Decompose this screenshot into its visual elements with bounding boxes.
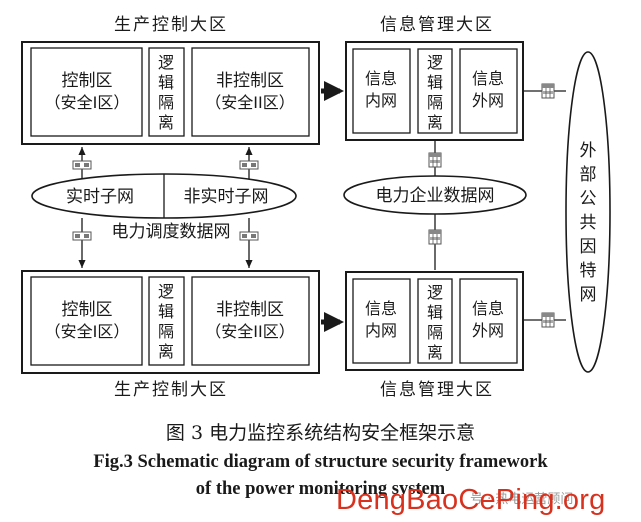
internet-char-1: 外 xyxy=(580,141,597,161)
top-left-region-title: 生产控制大区 xyxy=(114,15,228,35)
top-info-inner-line2: 内网 xyxy=(365,91,397,110)
bottom-info-logic-isolation xyxy=(417,278,453,364)
top-info-logic-char-1: 逻 xyxy=(427,53,443,72)
top-enterprise-firewall-icon xyxy=(428,152,442,168)
internet-char-6: 特 xyxy=(580,261,597,281)
bottom-info-logic-char-4: 离 xyxy=(427,343,443,362)
internet-char-2: 部 xyxy=(580,165,597,185)
internet-char-3: 公 xyxy=(580,189,597,209)
bottom-enterprise-firewall-icon xyxy=(428,229,442,245)
top-noncontrol-zone-line1: 非控制区 xyxy=(216,71,284,91)
bottom-logic-char-3: 隔 xyxy=(158,322,174,341)
top-logic-char-4: 离 xyxy=(158,113,174,132)
bottom-logic-char-1: 逻 xyxy=(158,282,174,301)
top-logic-char-3: 隔 xyxy=(158,93,174,112)
bottom-control-zone xyxy=(30,276,143,366)
bottom-noncontrol-zone xyxy=(191,276,310,366)
bottom-control-zone-line1: 控制区 xyxy=(62,300,113,320)
figure-caption-chinese: 图 3 电力监控系统结构安全框架示意 xyxy=(165,422,476,444)
bottom-info-logic-char-2: 辑 xyxy=(427,303,443,322)
watermark-small-text: 号 · 热电运营顾问 xyxy=(470,492,574,507)
top-info-inner-net xyxy=(352,48,411,134)
top-logic-isolation xyxy=(148,47,185,137)
bottom-info-logic-char-1: 逻 xyxy=(427,283,443,302)
top-noncontrol-device-icon xyxy=(239,160,259,170)
bottom-info-inner-line1: 信息 xyxy=(365,299,397,318)
top-info-logic-char-3: 隔 xyxy=(427,93,443,112)
top-logic-char-2: 辑 xyxy=(158,73,174,92)
bottom-control-device-icon xyxy=(72,231,92,241)
enterprise-network-label: 电力企业数据网 xyxy=(376,186,495,206)
internet-char-4: 共 xyxy=(580,213,597,233)
internet-ellipse xyxy=(565,51,611,373)
bottom-logic-char-4: 离 xyxy=(158,342,174,361)
bottom-internet-firewall-icon xyxy=(541,312,555,328)
bottom-production-control-region: 控制区 （安全I区） 逻 辑 隔 离 非控制区 （安全II区） xyxy=(21,270,320,374)
top-control-device-icon xyxy=(72,160,92,170)
bottom-info-inner-line2: 内网 xyxy=(365,321,397,340)
bottom-control-zone-line2: （安全I区） xyxy=(45,322,130,341)
bottom-noncontrol-zone-line1: 非控制区 xyxy=(216,300,284,320)
top-info-logic-char-2: 辑 xyxy=(427,73,443,92)
top-control-zone-line1: 控制区 xyxy=(62,71,113,91)
top-information-management-region: 信息 内网 逻 辑 隔 离 信息 外网 xyxy=(345,41,524,141)
figure-caption-english-line2: of the power monitoring system xyxy=(195,479,446,499)
bottom-information-management-region: 信息 内网 逻 辑 隔 离 信息 外网 xyxy=(345,271,524,371)
top-info-outer-net xyxy=(459,48,518,134)
bottom-noncontrol-zone-line2: （安全II区） xyxy=(205,322,294,341)
bottom-left-region-title: 生产控制大区 xyxy=(114,380,228,400)
top-control-zone-line2: （安全I区） xyxy=(45,93,130,112)
top-production-control-region: 控制区 （安全I区） 逻 辑 隔 离 非控制区 （安全II区） xyxy=(21,41,320,145)
bottom-logic-isolation xyxy=(148,276,185,366)
top-info-logic-isolation xyxy=(417,48,453,134)
bottom-info-outer-net xyxy=(459,278,518,364)
bottom-info-logic-char-3: 隔 xyxy=(427,323,443,342)
top-info-outer-line1: 信息 xyxy=(472,69,504,88)
top-internet-firewall-icon xyxy=(541,83,555,99)
bottom-right-region-title: 信息管理大区 xyxy=(380,380,494,400)
top-info-outer-line2: 外网 xyxy=(472,91,504,110)
bottom-info-outer-line1: 信息 xyxy=(472,299,504,318)
bottom-noncontrol-device-icon xyxy=(239,231,259,241)
dispatch-network-label: 电力调度数据网 xyxy=(112,222,231,242)
top-noncontrol-zone xyxy=(191,47,310,137)
figure-caption-english-line1: Fig.3 Schematic diagram of structure sec… xyxy=(93,452,548,472)
nonrealtime-subnet-label: 非实时子网 xyxy=(184,187,269,207)
watermark-site-text: DengBaoCePing.org xyxy=(336,484,606,516)
internet-char-7: 网 xyxy=(580,285,597,305)
top-right-region-title: 信息管理大区 xyxy=(380,15,494,35)
bottom-logic-char-2: 辑 xyxy=(158,302,174,321)
bottom-info-inner-net xyxy=(352,278,411,364)
top-noncontrol-zone-line2: （安全II区） xyxy=(205,93,294,112)
bottom-info-outer-line2: 外网 xyxy=(472,321,504,340)
top-info-logic-char-4: 离 xyxy=(427,113,443,132)
top-logic-char-1: 逻 xyxy=(158,53,174,72)
realtime-subnet-label: 实时子网 xyxy=(66,187,134,207)
top-control-zone xyxy=(30,47,143,137)
internet-char-5: 因 xyxy=(580,237,597,257)
top-info-inner-line1: 信息 xyxy=(365,69,397,88)
